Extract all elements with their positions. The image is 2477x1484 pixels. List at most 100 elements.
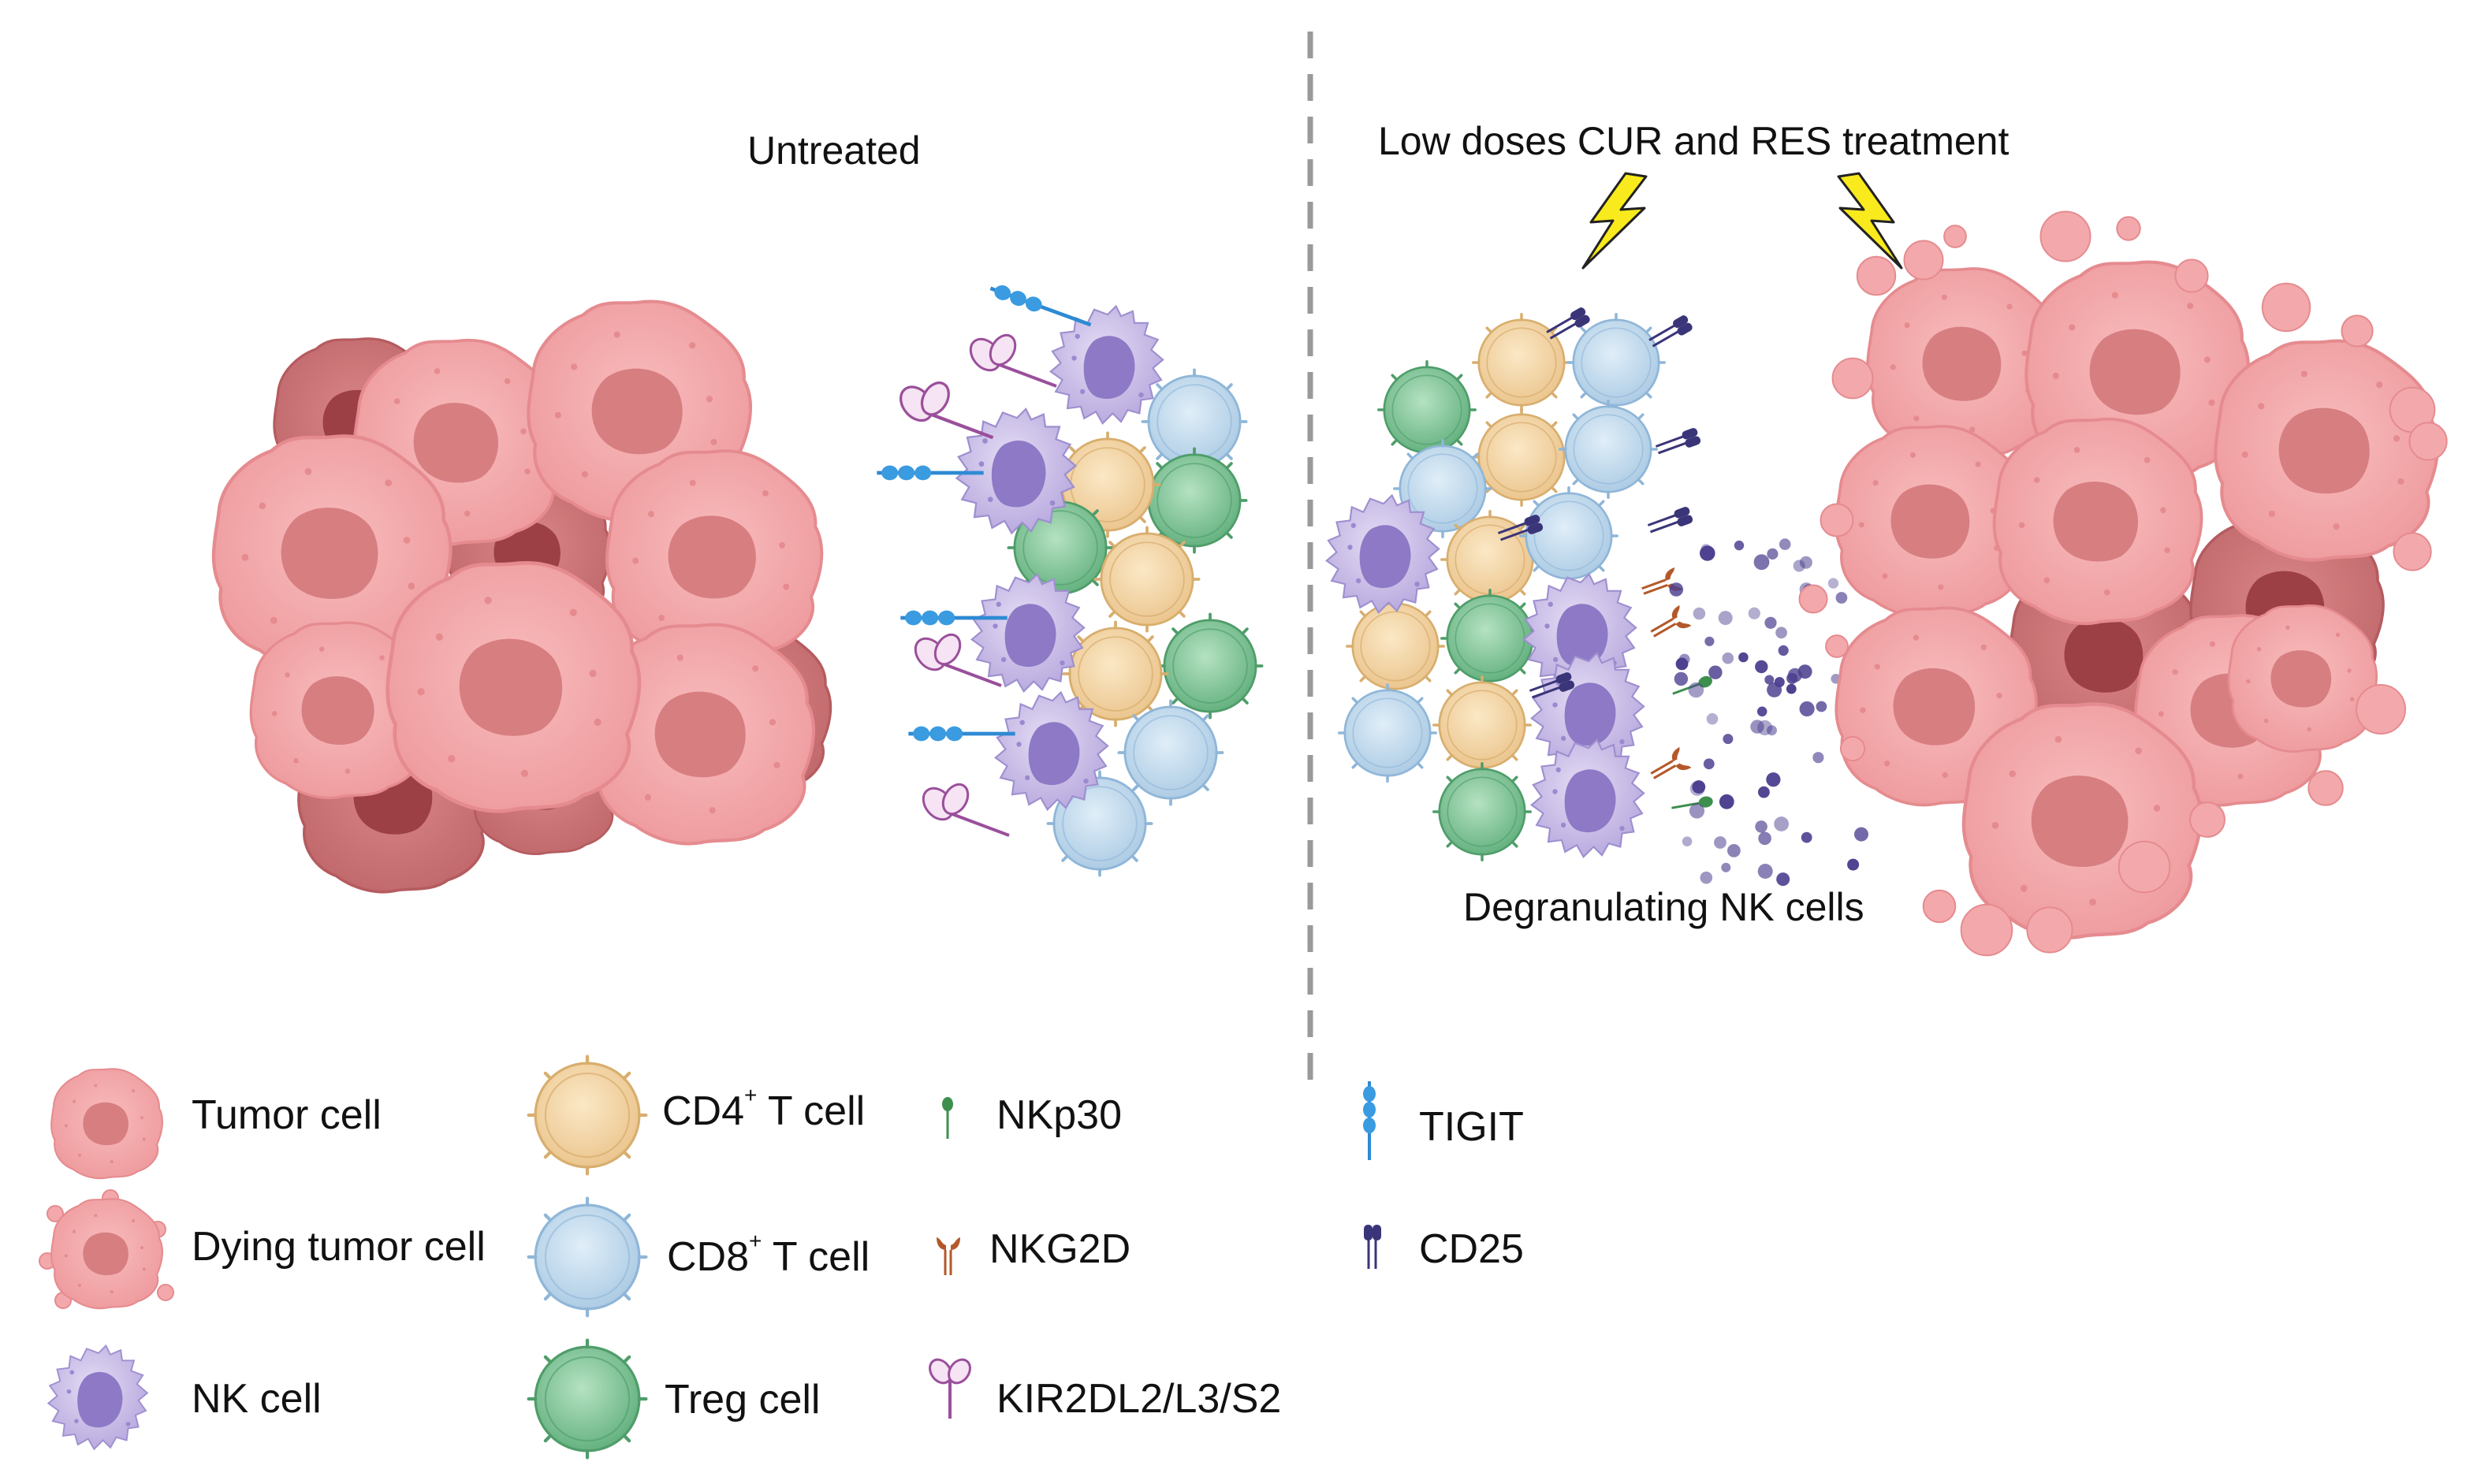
granule [1692, 780, 1706, 794]
granule [1793, 560, 1805, 572]
legend-cd25: CD25 [1419, 1226, 1524, 1272]
granule [1674, 671, 1689, 686]
bleb [2039, 210, 2091, 262]
granule [1757, 864, 1773, 879]
bleb [1839, 735, 1866, 762]
granule [1801, 831, 1812, 843]
bleb [1820, 503, 1854, 537]
cd8-cell-icon [529, 1199, 646, 1316]
granule [1835, 592, 1848, 604]
granule [1675, 657, 1689, 671]
granule [1721, 862, 1731, 872]
lightning-bolt-icon [1581, 172, 1648, 270]
bleb [1825, 634, 1849, 658]
granule [1797, 664, 1812, 679]
granule [1847, 858, 1860, 871]
lightning-bolt-icon [1837, 172, 1903, 270]
granule [1757, 720, 1773, 736]
cd4-cell-icon [529, 1057, 646, 1174]
granule [1719, 794, 1734, 809]
legend-nk-cell: NK cell [192, 1376, 322, 1422]
nk-cell-icon [47, 1345, 148, 1450]
granule [1753, 554, 1770, 571]
granule [1748, 607, 1760, 619]
bleb [1798, 584, 1828, 614]
granule [1669, 582, 1684, 597]
granule [1718, 611, 1733, 626]
bleb [2308, 770, 2344, 806]
legend-tigit: TIGIT [1419, 1104, 1524, 1150]
degranulating-label: Degranulating NK cells [1463, 885, 1864, 929]
granule [1816, 701, 1827, 712]
granule [1704, 636, 1715, 646]
granule [1778, 645, 1789, 656]
legend-treg-cell: Treg cell [665, 1377, 821, 1423]
bleb [1856, 255, 1897, 296]
bleb [1943, 225, 1967, 248]
granule [1700, 871, 1713, 884]
bleb [2341, 314, 2374, 348]
granule [1758, 786, 1770, 798]
bleb [2026, 906, 2073, 954]
granule [1688, 682, 1704, 698]
granule [1706, 712, 1719, 725]
granule [1764, 616, 1777, 629]
granule [1755, 820, 1767, 833]
granule [1755, 660, 1768, 674]
granule [1714, 836, 1726, 849]
dying-tumor-cell-icon [50, 1198, 164, 1310]
apoptotic-blebs [39, 210, 2448, 1309]
nkg2d-icon [935, 1236, 962, 1277]
granule [1774, 816, 1790, 831]
granule [1708, 665, 1723, 679]
tigit-icon [1363, 1081, 1376, 1160]
bleb [1903, 240, 1944, 281]
granule [1756, 706, 1767, 717]
granule [1693, 607, 1706, 620]
bleb [2356, 684, 2406, 735]
bleb [2261, 282, 2311, 333]
granule [1786, 683, 1797, 694]
bleb [2116, 216, 2141, 241]
bleb [2393, 532, 2432, 571]
untreated-tumor-mass [214, 302, 832, 894]
bleb [1922, 889, 1957, 924]
granule [1700, 544, 1712, 554]
granule [1722, 652, 1734, 664]
granule [1775, 627, 1788, 639]
treg-cell-icon [529, 1341, 646, 1458]
bleb [1960, 903, 2013, 957]
treatment-title: Low doses CUR and RES treatment [1378, 119, 2010, 163]
bleb [2408, 422, 2448, 461]
tumor-cell-icon [50, 1068, 164, 1180]
granule [1700, 545, 1715, 561]
granule [1812, 752, 1824, 764]
cd25-icon [1364, 1225, 1381, 1269]
granule [1727, 844, 1741, 857]
bleb [2174, 258, 2209, 293]
bleb [157, 1284, 174, 1301]
bleb [2118, 840, 2171, 894]
granule [1764, 675, 1775, 685]
granule [1682, 836, 1693, 846]
granule [1799, 556, 1812, 569]
legend-tumor-cell: Tumor cell [192, 1092, 382, 1138]
bleb [1831, 357, 1874, 400]
granule [1767, 725, 1777, 736]
granule [1776, 872, 1790, 887]
legend-nkp30: NKp30 [996, 1092, 1122, 1138]
granule [1767, 548, 1779, 560]
legend-nkg2d: NKG2D [989, 1226, 1131, 1272]
bleb [47, 1205, 64, 1222]
granule [1738, 652, 1749, 663]
granule [1854, 827, 1868, 842]
untreated-title: Untreated [747, 128, 921, 173]
granule [1827, 578, 1839, 589]
granule [1689, 803, 1705, 819]
granule [1767, 682, 1782, 697]
untreated-immune-cluster [955, 305, 1264, 877]
granule [1734, 540, 1745, 551]
legend-kir: KIR2DL2/L3/S2 [996, 1376, 1282, 1422]
granule [1758, 831, 1771, 846]
